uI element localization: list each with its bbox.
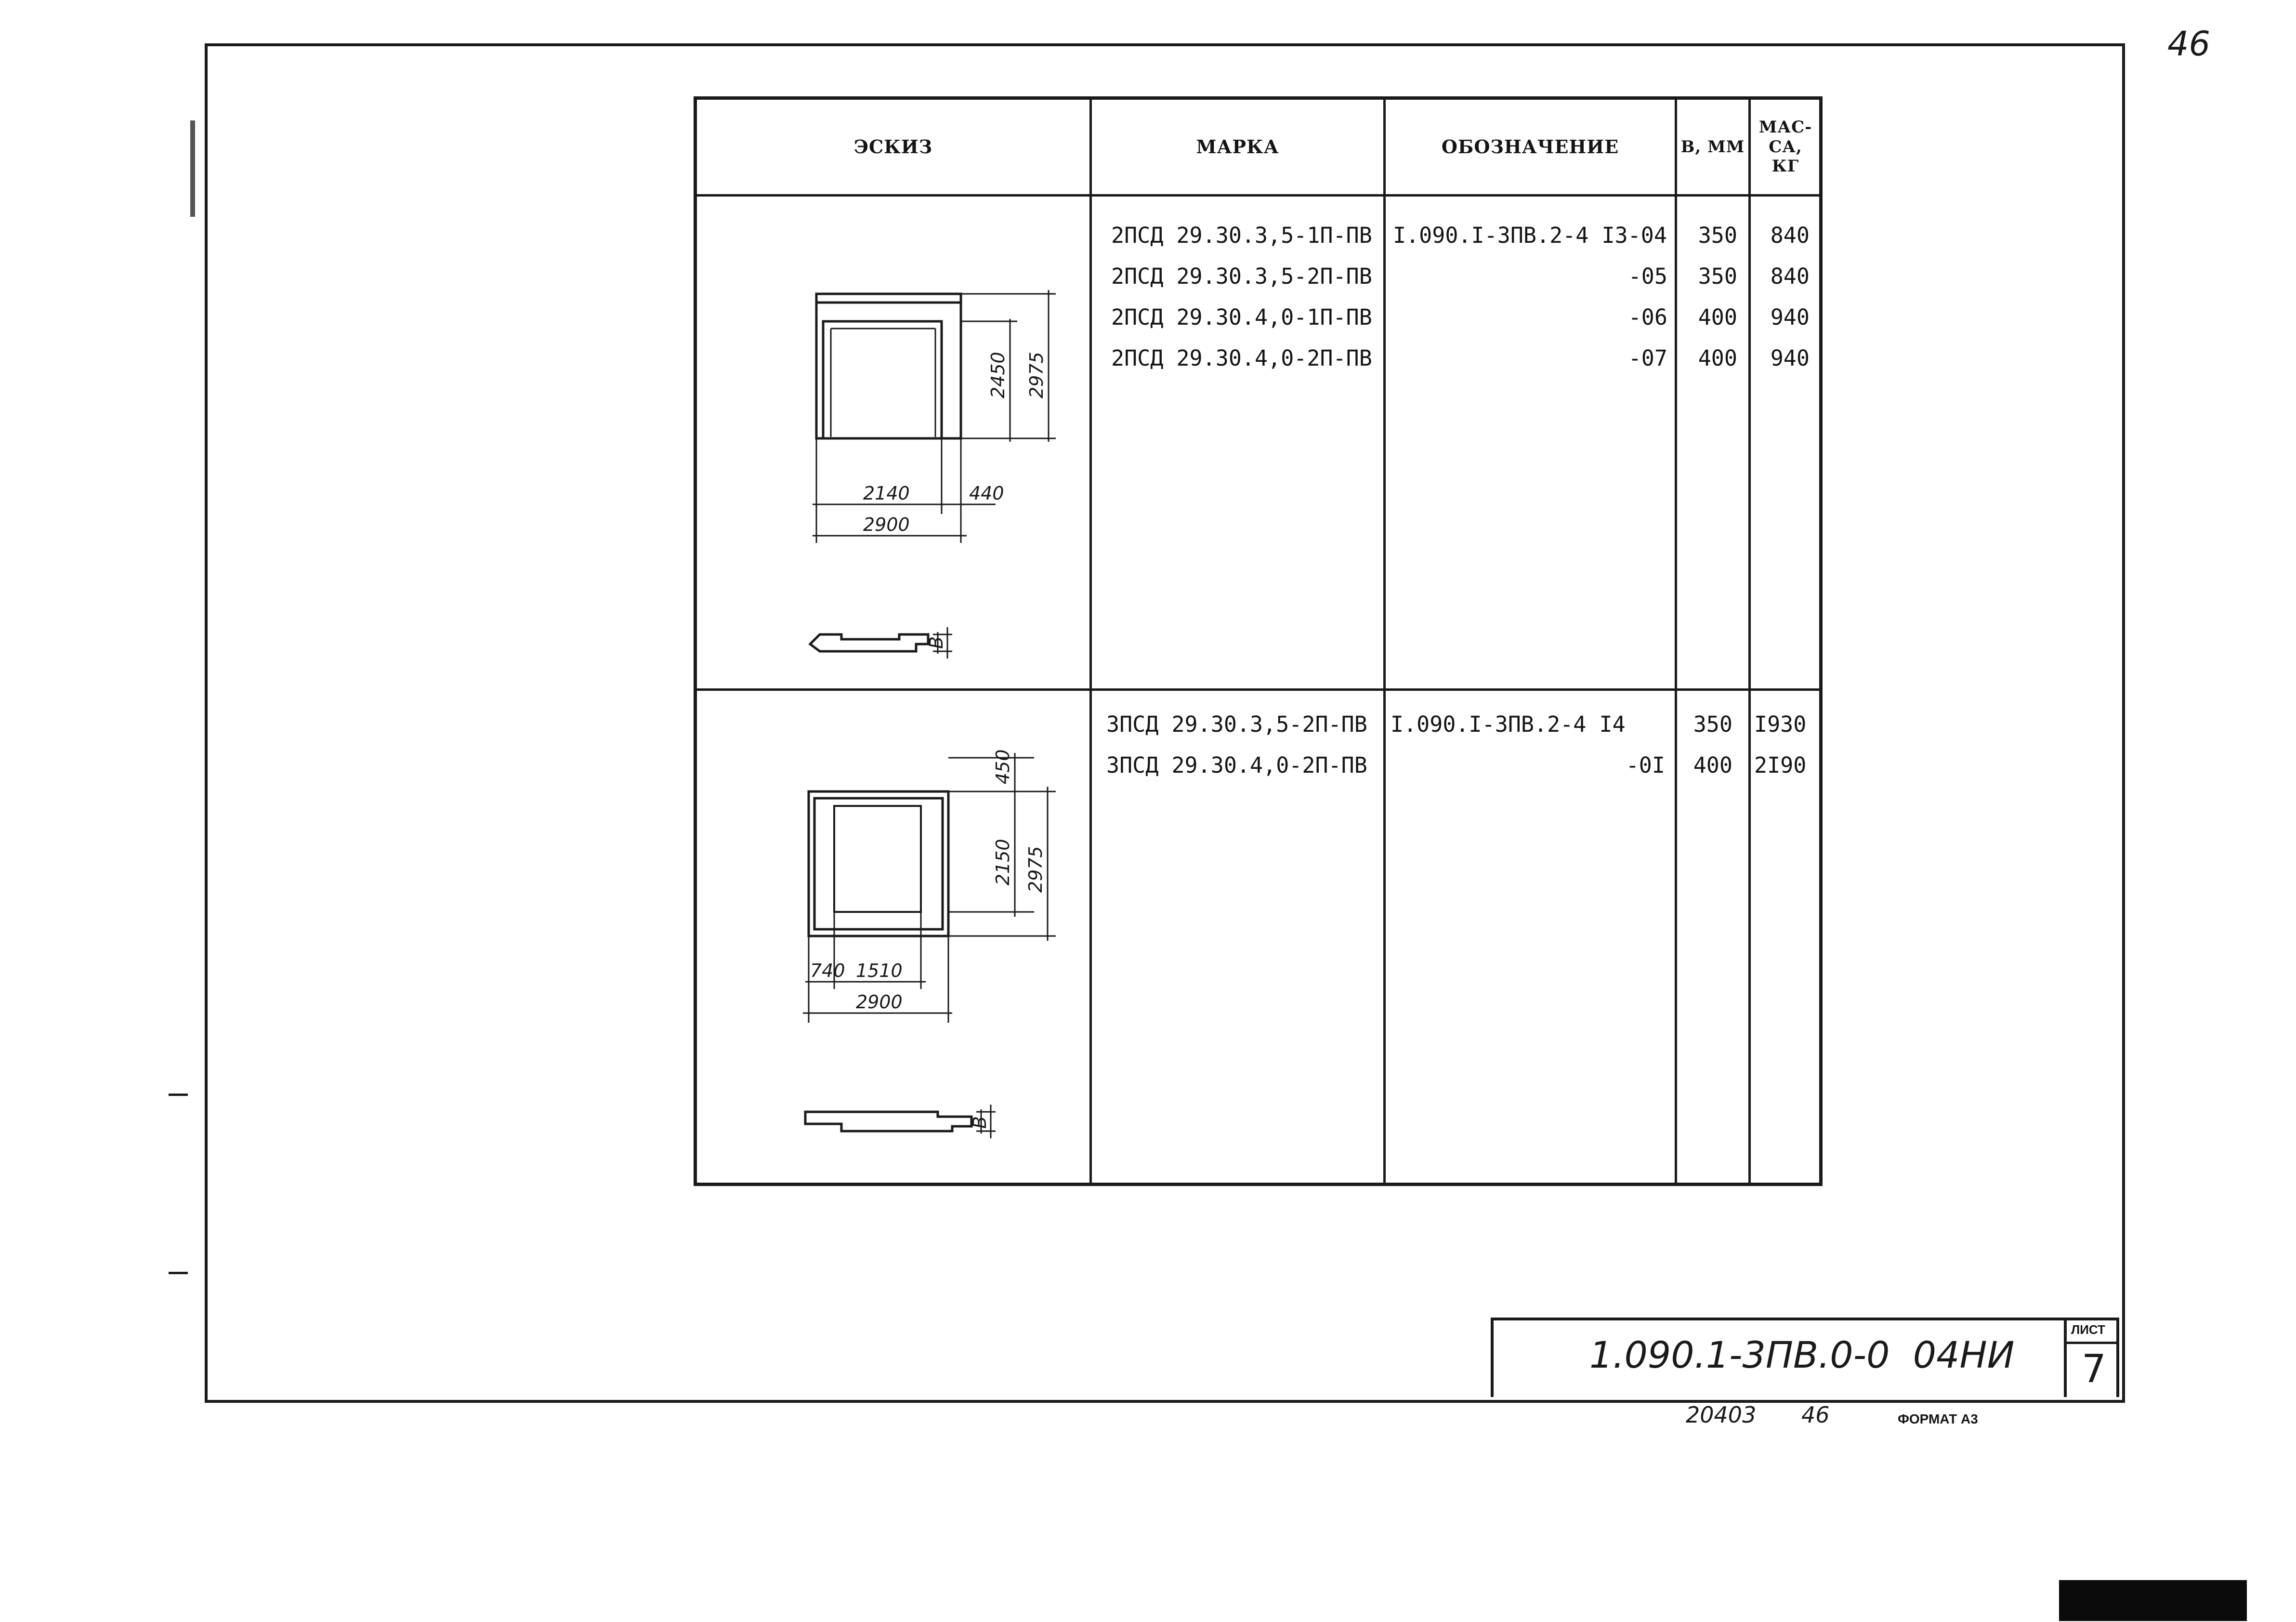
- mark-cell: 2ПСД 29.30.4,0-2П-ПВ: [1111, 345, 1372, 371]
- inventory-number: 20403: [1686, 1402, 1757, 1428]
- sketch-dimension: 2975: [1025, 846, 1046, 893]
- width-cell: 350: [1698, 264, 1737, 289]
- mark-cell: 3ПСД 29.30.3,5-2П-ПВ: [1106, 712, 1367, 737]
- title-block-divider: [2066, 1342, 2119, 1344]
- mass-cell: 940: [1770, 304, 1810, 330]
- column-divider: [1748, 100, 1751, 1183]
- header-mark: МАРКА: [1196, 136, 1279, 158]
- group-divider: [697, 688, 1819, 691]
- panel-sketch-2: 450 2150 2975 740 1510 2900 В: [803, 749, 1056, 1138]
- mass-cell: 940: [1770, 345, 1810, 371]
- designation-cell: -0I: [1626, 752, 1665, 778]
- title-block-divider: [2064, 1318, 2067, 1397]
- mark-cell: 2ПСД 29.30.4,0-1П-ПВ: [1111, 304, 1372, 330]
- sketch-section-label: В: [926, 636, 947, 649]
- width-cell: 350: [1698, 223, 1737, 248]
- header-sketch: ЭСКИЗ: [853, 136, 933, 158]
- binding-margin-mark: [190, 120, 195, 217]
- designation-cell: I.090.I-3ПВ.2-4 I4: [1391, 712, 1626, 737]
- mark-cell: 2ПСД 29.30.3,5-1П-ПВ: [1111, 223, 1372, 248]
- binding-margin-mark: [169, 1272, 188, 1274]
- mark-cell: 3ПСД 29.30.4,0-2П-ПВ: [1106, 752, 1367, 778]
- inventory-page: 46: [1801, 1402, 1830, 1428]
- sketch-dimension: 450: [992, 749, 1013, 784]
- format-label: ФОРМАТ А3: [1898, 1411, 1978, 1426]
- sheet-number: 7: [2082, 1346, 2106, 1391]
- designation-cell: I.090.I-3ПВ.2-4 I3-04: [1393, 223, 1667, 248]
- header-width-mm: В, ММ: [1680, 137, 1745, 157]
- designation-cell: -07: [1628, 345, 1667, 371]
- binding-margin-mark: [169, 1094, 188, 1096]
- drawing-frame: [205, 43, 2125, 1403]
- mass-cell: 840: [1770, 223, 1810, 248]
- sketch-dimension: 2150: [992, 839, 1013, 885]
- width-cell: 350: [1693, 712, 1732, 737]
- header-mass-kg: МАС- СА, КГ: [1758, 117, 1812, 176]
- column-divider: [1675, 100, 1677, 1183]
- header-designation: ОБОЗНАЧЕНИЕ: [1441, 136, 1619, 158]
- sketch-section-label: В: [969, 1116, 990, 1129]
- column-divider: [1089, 100, 1092, 1183]
- header-divider: [697, 194, 1819, 197]
- handwritten-page-number: 46: [2167, 24, 2211, 64]
- designation-cell: -06: [1628, 304, 1667, 330]
- column-divider: [1383, 100, 1386, 1183]
- sketch-dimension: 2900: [856, 991, 903, 1013]
- sketch-dimension: 440: [969, 483, 1004, 504]
- sketch-dimension: 2900: [863, 514, 910, 535]
- sketch-dimension: 2450: [987, 352, 1009, 398]
- mass-cell: 2I90: [1754, 752, 1807, 778]
- width-cell: 400: [1693, 752, 1732, 778]
- width-cell: 400: [1698, 345, 1737, 371]
- sketch-dimension: 740: [810, 960, 845, 981]
- designation-cell: -05: [1628, 264, 1667, 289]
- sketch-dimension: 1510: [856, 960, 903, 981]
- panel-sketch-1: 2450 2975 2140 440 2900 В: [808, 290, 1056, 659]
- title-block: [1491, 1318, 2119, 1397]
- document-designation: 1.090.1-3ПВ.0-0 04НИ: [1589, 1333, 2015, 1376]
- mass-cell: I930: [1754, 712, 1807, 737]
- redaction-bar: [2059, 1580, 2247, 1621]
- sketch-dimension: 2975: [1026, 352, 1047, 398]
- sheet-label: ЛИСТ: [2071, 1322, 2105, 1337]
- specification-table: ЭСКИЗ МАРКА ОБОЗНАЧЕНИЕ В, ММ МАС- СА, К…: [694, 96, 1823, 1186]
- mark-cell: 2ПСД 29.30.3,5-2П-ПВ: [1111, 264, 1372, 289]
- mass-cell: 840: [1770, 264, 1810, 289]
- width-cell: 400: [1698, 304, 1737, 330]
- sketch-dimension: 2140: [863, 483, 910, 504]
